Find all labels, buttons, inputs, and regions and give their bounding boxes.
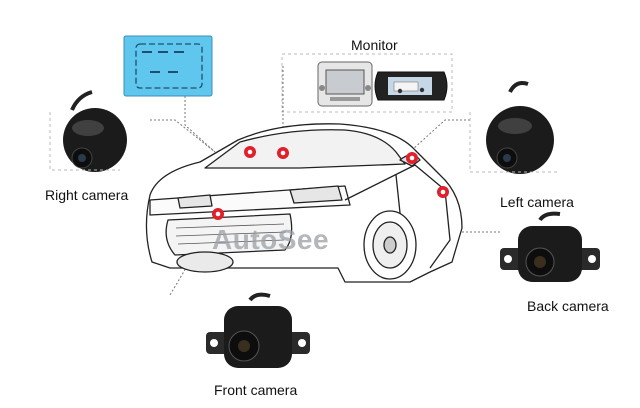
right-camera-frame: [49, 112, 120, 171]
car-outline: [145, 123, 463, 283]
left-camera-label: Left camera: [500, 194, 574, 210]
back-camera-label: Back camera: [527, 298, 609, 314]
marker-left-mirror: [406, 152, 418, 164]
monitor-label: Monitor: [351, 37, 398, 53]
control-box-icon: [123, 35, 213, 97]
leader-control-box: [170, 94, 216, 153]
mirror-monitor-icon: [374, 71, 448, 101]
right-camera-label: Right camera: [45, 187, 129, 203]
round-camera-icon-right: [63, 90, 127, 172]
camera-markers: [212, 146, 449, 220]
leader-right-camera: [150, 119, 216, 153]
round-camera-icon-left: [486, 81, 554, 174]
dash-monitor-icon: [317, 61, 373, 107]
bracket-camera-icon-back: [500, 211, 600, 282]
marker-front: [212, 208, 224, 220]
front-camera-label: Front camera: [214, 382, 298, 398]
left-camera-frame: [469, 112, 560, 173]
marker-rear: [437, 186, 449, 198]
monitor-frame: [281, 53, 453, 113]
watermark: AutoSee: [212, 224, 330, 255]
leader-left-camera: [411, 119, 470, 151]
marker-right-mirror: [244, 146, 256, 158]
marker-windshield: [277, 147, 289, 159]
bracket-camera-icon-front: [206, 292, 310, 368]
